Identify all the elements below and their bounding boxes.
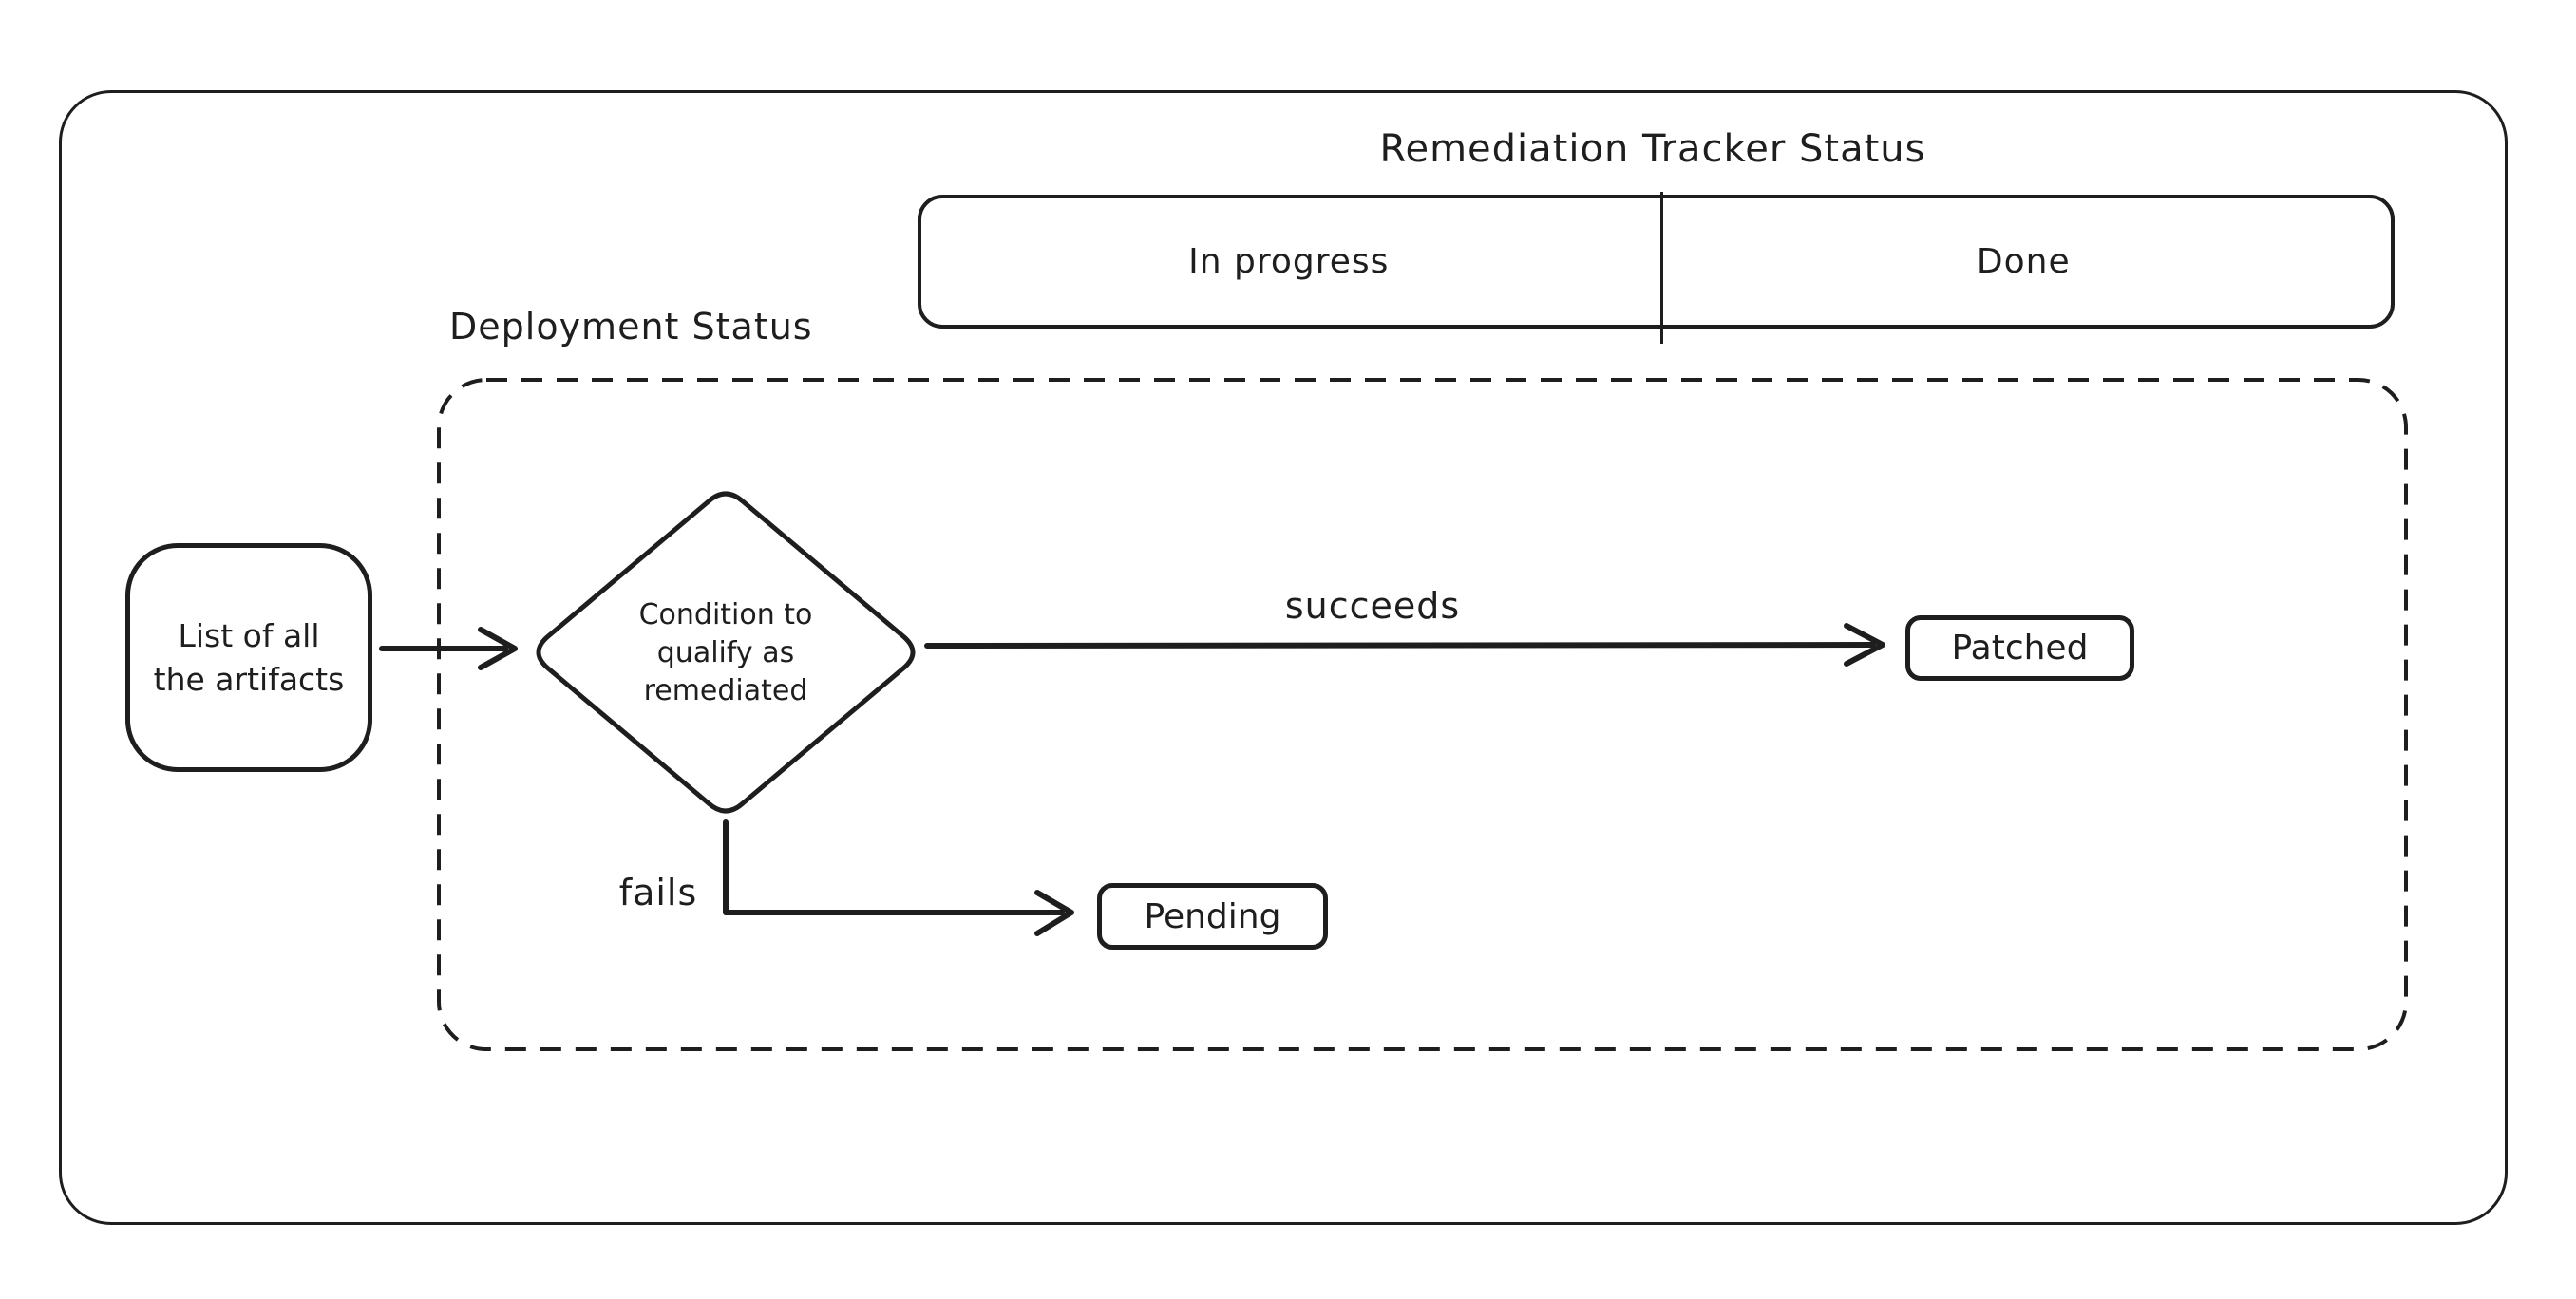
decision-diamond-shape [536,491,916,814]
deployment-status-label: Deployment Status [449,306,813,348]
arrowhead-succeeds [1844,623,1885,667]
arrowhead-fails [1034,890,1074,936]
succeeds-edge-label: succeeds [1284,585,1461,627]
tracker-status-box: In progress Done [918,195,2395,329]
arrowhead-artifacts-to-decision [478,627,518,670]
artifacts-list-node: List of all the artifacts [125,543,372,772]
decision-label-line-2: qualify as [656,636,795,669]
deployment-group-outline [437,378,2408,1051]
outer-container-box [59,90,2508,1225]
fails-edge-label: fails [618,872,698,913]
tracker-cell-done-label: Done [1976,242,2071,281]
decision-label: Condition to qualify as remediated [612,596,840,710]
artifacts-list-line-2: the artifacts [153,660,345,698]
artifacts-list-line-1: List of all [178,616,320,654]
decision-label-line-1: Condition to [638,598,813,631]
pending-node: Pending [1097,883,1328,950]
tracker-title: Remediation Tracker Status [1379,127,1926,171]
tracker-cell-in-progress: In progress [921,198,1657,325]
tracker-cell-in-progress-label: In progress [1188,242,1390,281]
arrow-fails [723,819,1065,915]
patched-node: Patched [1905,615,2134,681]
tracker-divider [1660,192,1663,344]
tracker-cell-done: Done [1657,198,2392,325]
arrow-succeeds [924,642,1876,649]
decision-label-line-3: remediated [643,674,808,707]
